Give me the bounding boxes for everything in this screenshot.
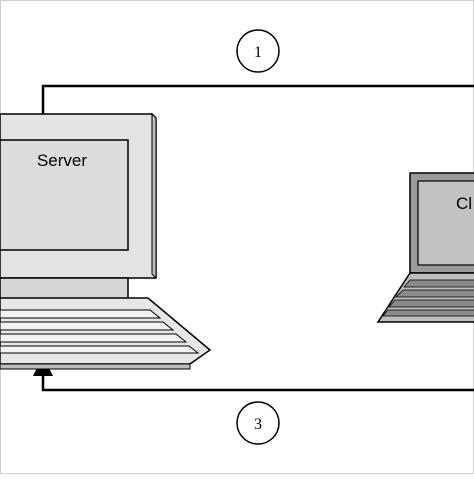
step-1-label: 1 <box>254 44 262 61</box>
step-3-label: 3 <box>254 416 262 433</box>
server-computer-icon: Server <box>0 112 212 370</box>
client-laptop-icon: Cl <box>376 172 474 323</box>
step-3-marker: 3 <box>236 401 280 445</box>
server-label: Server <box>37 151 87 170</box>
client-label: Cl <box>456 194 472 213</box>
connector-top <box>41 84 474 118</box>
connector-bottom-arrow <box>33 356 474 392</box>
step-1-marker: 1 <box>236 29 280 73</box>
